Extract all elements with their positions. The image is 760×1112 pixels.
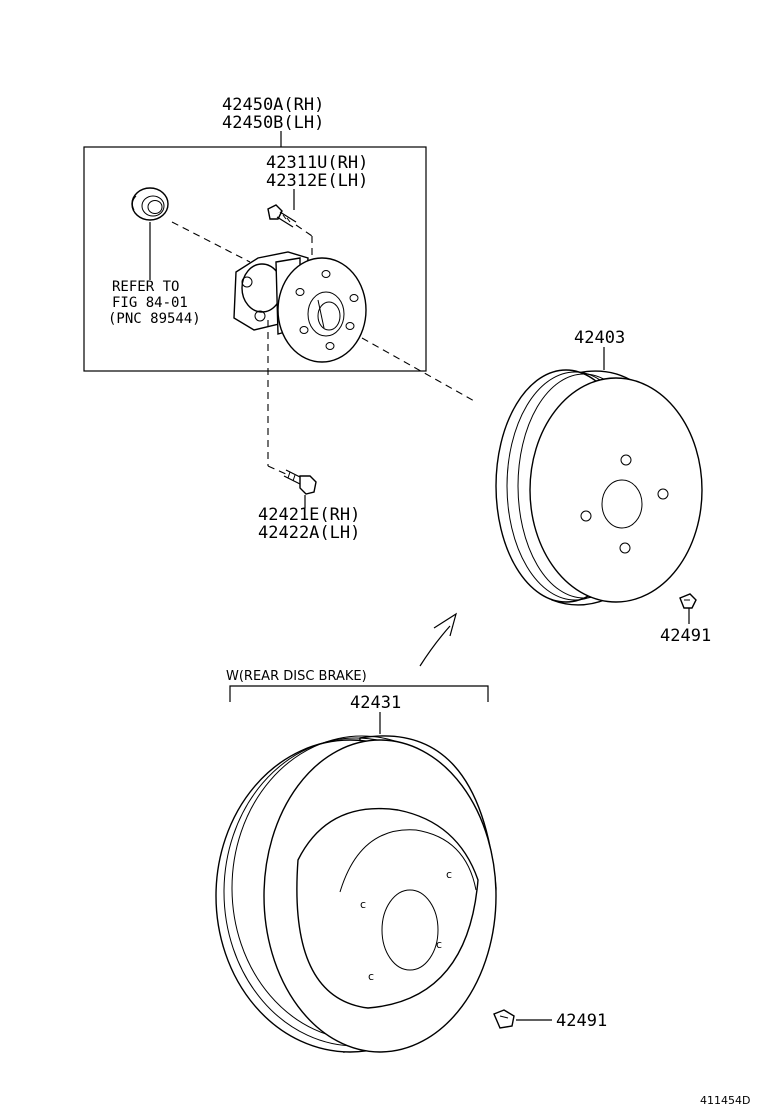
hub-assembly-rh-label: 42450A(RH): [222, 95, 324, 115]
hub-assembly-lh-label: 42450B(LH): [222, 113, 324, 133]
disc-group-condition: W(REAR DISC BRAKE): [226, 669, 367, 684]
hole-plug-upper-icon: [679, 593, 697, 609]
figure-code: 411454D: [700, 1094, 750, 1107]
bearing-ref-line2: FIG 84-01: [112, 295, 188, 311]
bearing-icon: [131, 187, 169, 221]
bearing-guide-line: [171, 221, 251, 263]
hub-bolt-guide-line: [295, 224, 313, 237]
mount-bolt-rh-label: 42421E(RH): [258, 505, 360, 525]
hub-assembly-frame: [83, 146, 427, 372]
bearing-ref-line3: (PNC 89544): [108, 311, 201, 327]
bearing-ref-line1: REFER TO: [112, 279, 179, 295]
hole-plug-upper-label: 42491: [660, 626, 711, 646]
disc-group-bracket: [229, 685, 489, 702]
svg-text:c: c: [446, 868, 452, 881]
brake-disc-icon: c c c c: [215, 735, 497, 1053]
hole-plug-lower-label: 42491: [556, 1011, 607, 1031]
svg-text:c: c: [360, 898, 366, 911]
brake-drum-label: 42403: [574, 328, 625, 348]
hub-to-drum-guide-line: [361, 337, 477, 403]
brake-drum-icon: [495, 369, 703, 606]
direction-arrow-icon: [419, 612, 457, 667]
hub-bolt-icon: [267, 204, 297, 228]
hub-bolt-lh-label: 42312E(LH): [266, 171, 368, 191]
mount-bolt-icon: [283, 469, 317, 495]
svg-text:c: c: [436, 938, 442, 951]
hub-unit-icon: [233, 251, 367, 363]
mount-bolt-lh-label: 42422A(LH): [258, 523, 360, 543]
hub-bolt-rh-label: 42311U(RH): [266, 153, 368, 173]
hole-plug-lower-icon: [493, 1009, 515, 1029]
svg-text:c: c: [368, 970, 374, 983]
brake-disc-label: 42431: [350, 693, 401, 713]
